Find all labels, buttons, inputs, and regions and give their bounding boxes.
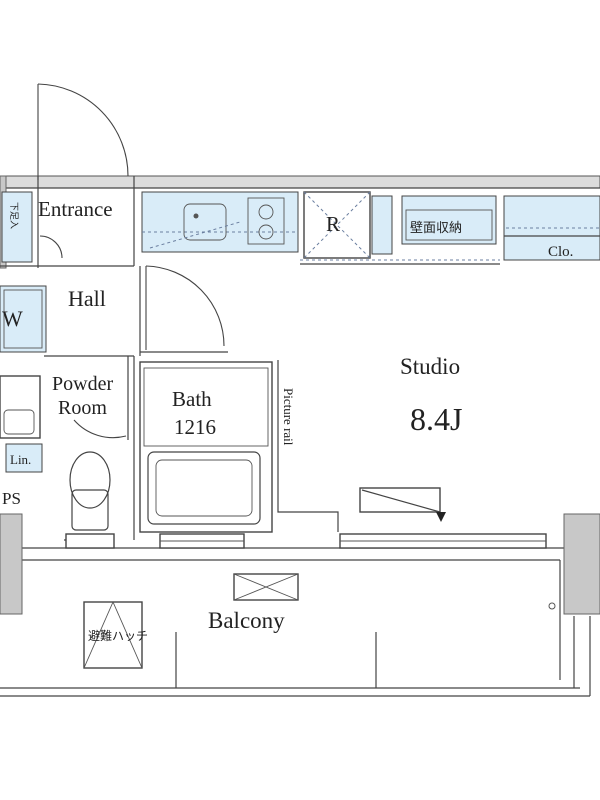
evacuation-hatch: 避難ハッチ	[83, 601, 148, 669]
shoe-storage-label: 下足入	[9, 202, 19, 229]
windows	[65, 533, 547, 549]
balcony: Balcony	[175, 573, 556, 688]
studio-label: Studio	[400, 354, 460, 379]
studio-size: 8.4J	[410, 401, 462, 437]
kitchen-counter	[141, 191, 299, 253]
studio-door	[139, 265, 228, 356]
refrigerator-space: R	[300, 191, 500, 265]
bath-label: Bath	[172, 387, 212, 411]
linen-label: Lin.	[10, 452, 31, 467]
balcony-label: Balcony	[208, 608, 285, 633]
pipe-space-label: PS	[2, 489, 21, 508]
washer-space: W	[0, 285, 47, 353]
powder-room-label-2: Room	[58, 397, 107, 419]
entrance-door	[37, 83, 135, 268]
closet: Clo.	[503, 195, 600, 261]
entrance-label: Entrance	[38, 197, 113, 221]
washer-label: W	[2, 306, 23, 331]
bathroom: Bath 1216	[139, 361, 273, 533]
bath-size: 1216	[174, 415, 216, 439]
shoe-storage: 下足入	[1, 191, 33, 263]
sink-area: Lin. PS	[0, 375, 43, 508]
refrigerator-label: R	[326, 212, 340, 236]
air-conditioner	[359, 487, 446, 522]
outer-walls	[0, 175, 600, 697]
wall-storage-label: 壁面収納	[410, 220, 462, 235]
closet-door-arc	[39, 235, 63, 259]
hall-label: Hall	[68, 286, 106, 311]
wall-storage: 壁面収納	[401, 195, 497, 245]
powder-room-label-1: Powder	[52, 373, 113, 395]
picture-rail-label: Picture rail	[281, 388, 296, 446]
evacuation-hatch-label: 避難ハッチ	[88, 628, 148, 643]
closet-label: Clo.	[548, 244, 573, 260]
powder-room: Powder Room	[44, 355, 135, 541]
